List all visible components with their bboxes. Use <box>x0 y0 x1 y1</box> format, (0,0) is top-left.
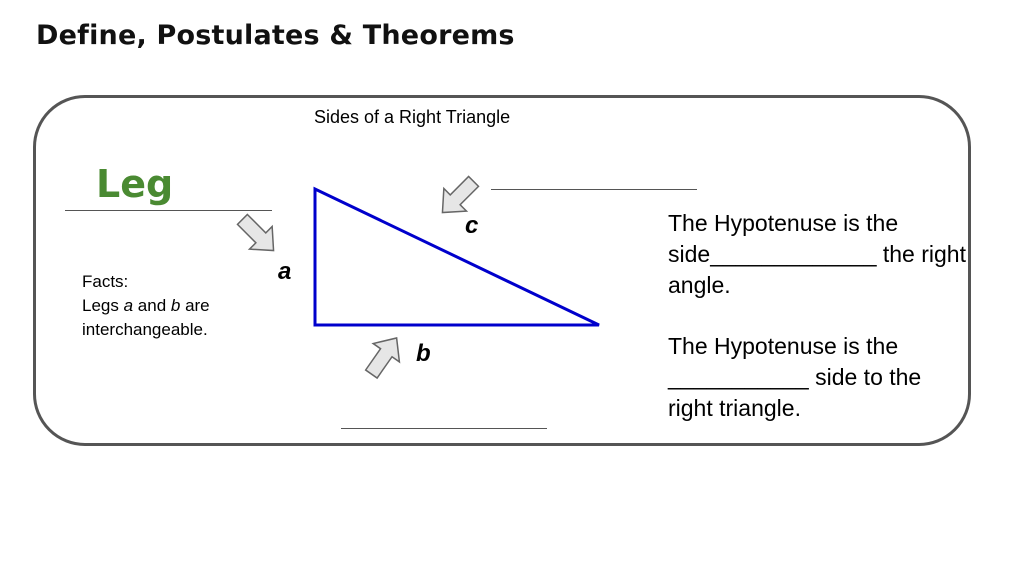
side-label-c: c <box>465 212 479 239</box>
side-label-b: b <box>416 340 431 367</box>
hypotenuse-blank-line <box>491 189 697 190</box>
facts-heading: Facts: <box>82 272 129 291</box>
arrow-to-side-c-icon <box>441 175 480 214</box>
facts-line-2: interchangeable. <box>82 320 208 339</box>
right-triangle <box>313 186 600 327</box>
hypotenuse-statement-2: The Hypotenuse is the ___________ side t… <box>668 333 922 421</box>
page-title: Define, Postulates & Theorems <box>36 20 515 51</box>
arrow-to-side-a-icon <box>236 213 275 252</box>
diagram-caption: Sides of a Right Triangle <box>314 107 511 127</box>
leg-blank-line <box>65 210 272 211</box>
content-panel <box>33 95 971 446</box>
hypotenuse-statement-1: The Hypotenuse is the side_____________ … <box>668 210 966 298</box>
leg-b-blank-line <box>341 428 547 429</box>
facts-note: Facts: Legs a and b are interchangeable. <box>82 270 210 342</box>
facts-line-1: Legs a and b are <box>82 296 210 315</box>
side-label-a: a <box>278 258 292 285</box>
leg-word: Leg <box>96 162 174 206</box>
arrow-to-side-b-icon <box>364 337 401 380</box>
